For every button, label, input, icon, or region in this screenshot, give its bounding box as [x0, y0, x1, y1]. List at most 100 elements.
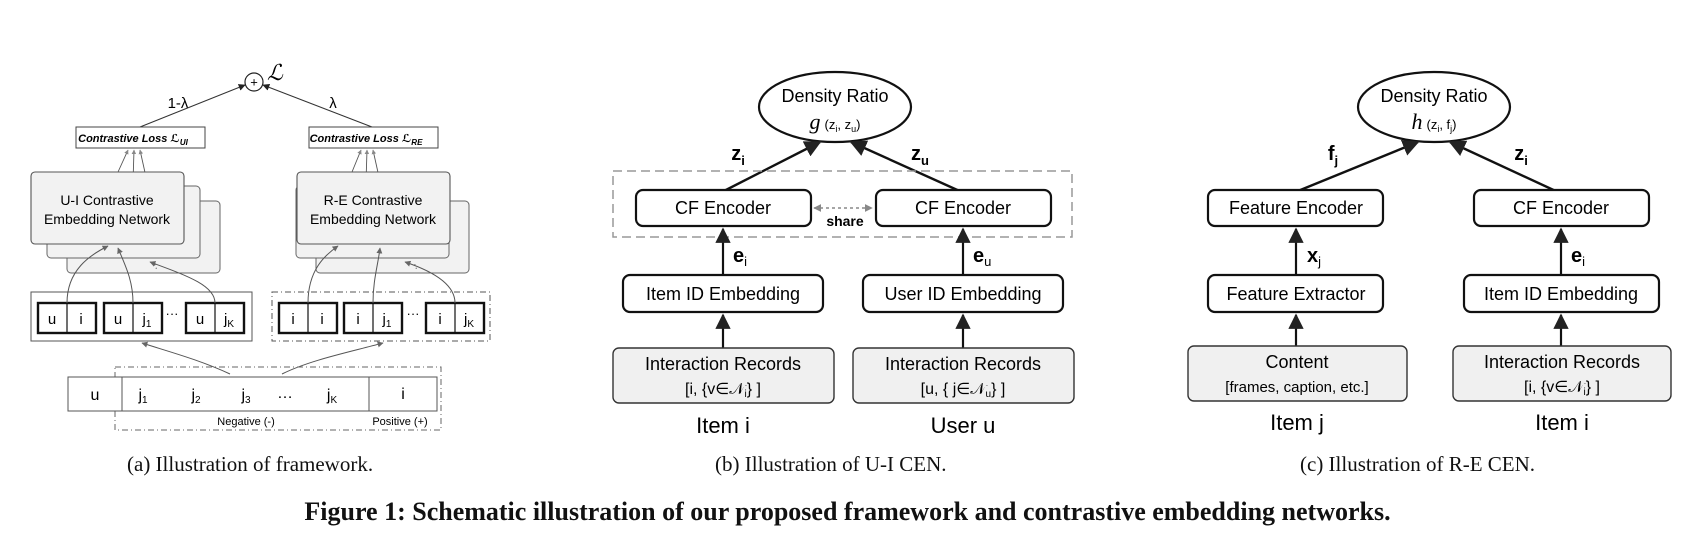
panel-c: Density Ratio h(zi, fj) fj zi Feature En…	[1187, 70, 1672, 435]
svg-text:CF Encoder: CF Encoder	[915, 198, 1011, 218]
item-id-embedding-b	[621, 273, 825, 314]
svg-text:i: i	[438, 311, 441, 328]
svg-text:CF Encoder: CF Encoder	[675, 198, 771, 218]
e-i-label-b: ei	[733, 245, 747, 269]
pair-ellipsis-re: ···	[407, 306, 420, 321]
svg-text:i: i	[291, 311, 294, 328]
cf-encoder-right	[874, 188, 1053, 228]
svg-text:h(zi, fj): h(zi, fj)	[1411, 109, 1456, 134]
sum-plus: +	[250, 75, 258, 90]
feature-encoder	[1206, 188, 1385, 228]
ui-network-box	[30, 171, 185, 245]
re-network-line1: R-E Contrastive	[324, 192, 423, 208]
loss-symbol: ℒ	[267, 60, 284, 85]
pair-i-i: i i	[277, 301, 339, 335]
svg-text:u: u	[114, 311, 122, 328]
pair-i-jk: i jK	[424, 301, 486, 335]
z-i-label-c: zi	[1514, 143, 1528, 168]
user-u-label-b: User u	[931, 413, 996, 438]
density-ratio-h	[1356, 70, 1512, 144]
svg-text:Item ID Embedding: Item ID Embedding	[646, 284, 800, 304]
panel-b: Density Ratio g(zi, zu) zi zu CF Encoder…	[612, 70, 1075, 438]
svg-text:[frames, caption, etc.]: [frames, caption, etc.]	[1225, 379, 1368, 396]
svg-text:CF Encoder: CF Encoder	[1513, 198, 1609, 218]
cf-encoder-left	[634, 188, 813, 228]
pair-u-i: u i	[36, 301, 98, 335]
svg-text:j1: j1	[142, 311, 152, 330]
svg-text:Density Ratio: Density Ratio	[781, 86, 888, 106]
svg-text:Feature Extractor: Feature Extractor	[1226, 284, 1365, 304]
seq-j1: j1	[137, 387, 148, 406]
item-id-embedding-c	[1462, 273, 1661, 314]
figure-caption: Figure 1: Schematic illustration of our …	[304, 497, 1391, 526]
panel-a: + ℒ 1-λ λ Contrastive Loss ℒUI Contrasti…	[30, 60, 491, 431]
f-j-label-c: fj	[1328, 143, 1338, 168]
item-i-label-b: Item i	[696, 413, 750, 438]
svg-text:u: u	[196, 311, 204, 328]
positive-label: Positive (+)	[372, 416, 427, 428]
re-network-box	[296, 171, 451, 245]
z-u-label-b: zu	[911, 143, 929, 168]
seq-j2: j2	[190, 387, 201, 406]
seq-j3: j3	[240, 387, 251, 406]
e-i-label-c: ei	[1571, 245, 1585, 269]
svg-text:Feature Encoder: Feature Encoder	[1229, 198, 1363, 218]
sum-node	[244, 72, 264, 92]
caption-c: (c) Illustration of R-E CEN.	[1300, 452, 1536, 476]
svg-text:Interaction Records: Interaction Records	[885, 354, 1041, 374]
svg-text:i: i	[79, 311, 82, 328]
share-frame	[612, 170, 1073, 238]
svg-text:jK: jK	[223, 311, 234, 330]
sequence-row	[67, 376, 438, 412]
svg-text:[u, { j∈𝒩u} ]: [u, { j∈𝒩u} ]	[921, 381, 1006, 400]
pair-u-jk: u jK	[184, 301, 246, 335]
pair-u-j1: u j1	[102, 301, 164, 335]
x-j-label-c: xj	[1307, 245, 1321, 269]
records-right-b	[852, 347, 1075, 404]
svg-text:jK: jK	[463, 311, 474, 330]
svg-text:Interaction Records: Interaction Records	[1484, 352, 1640, 372]
loss-re-label: Contrastive Loss ℒRE	[310, 133, 424, 147]
seq-jk: jK	[326, 387, 338, 406]
pair-i-j1: i j1	[342, 301, 404, 335]
density-ratio-g	[757, 70, 913, 144]
re-network-line2: Embedding Network	[310, 211, 437, 227]
records-c	[1452, 345, 1672, 402]
pair-ellipsis-ui: ···	[166, 306, 179, 321]
e-u-label-b: eu	[973, 245, 991, 269]
svg-text:Content: Content	[1265, 352, 1328, 372]
caption-b: (b) Illustration of U-I CEN.	[715, 452, 947, 476]
caption-a: (a) Illustration of framework.	[127, 452, 374, 476]
seq-u: u	[91, 387, 100, 404]
svg-text:User ID Embedding: User ID Embedding	[884, 284, 1041, 304]
svg-text:u: u	[48, 311, 56, 328]
weight-left: 1-λ	[168, 95, 189, 112]
svg-text:g(zi, zu): g(zi, zu)	[810, 109, 861, 134]
seq-i: i	[401, 386, 405, 403]
weight-right: λ	[329, 95, 337, 112]
share-label: share	[826, 213, 864, 229]
svg-text:i: i	[356, 311, 359, 328]
svg-text:Density Ratio: Density Ratio	[1380, 86, 1487, 106]
content-box	[1187, 345, 1408, 402]
negative-label: Negative (-)	[217, 416, 274, 428]
svg-text:i: i	[320, 311, 323, 328]
records-left-b	[612, 347, 835, 404]
z-i-label-b: zi	[731, 143, 745, 168]
re-pairs-frame	[271, 291, 491, 342]
loss-ui-box	[75, 126, 206, 149]
svg-text:Interaction Records: Interaction Records	[645, 354, 801, 374]
seq-dots: …	[277, 385, 293, 402]
item-j-label-c: Item j	[1270, 410, 1324, 435]
ui-network-line1: U-I Contrastive	[60, 192, 154, 208]
loss-ui-label: Contrastive Loss ℒUI	[78, 133, 189, 147]
ui-network-line2: Embedding Network	[44, 211, 171, 227]
feature-extractor	[1206, 273, 1385, 314]
cf-encoder-c	[1472, 188, 1651, 228]
svg-text:j1: j1	[382, 311, 392, 330]
svg-text:Item ID Embedding: Item ID Embedding	[1484, 284, 1638, 304]
svg-text:[i, {v∈𝒩i} ]: [i, {v∈𝒩i} ]	[685, 381, 761, 400]
item-i-label-c: Item i	[1535, 410, 1589, 435]
ui-pairs-frame	[30, 291, 253, 342]
